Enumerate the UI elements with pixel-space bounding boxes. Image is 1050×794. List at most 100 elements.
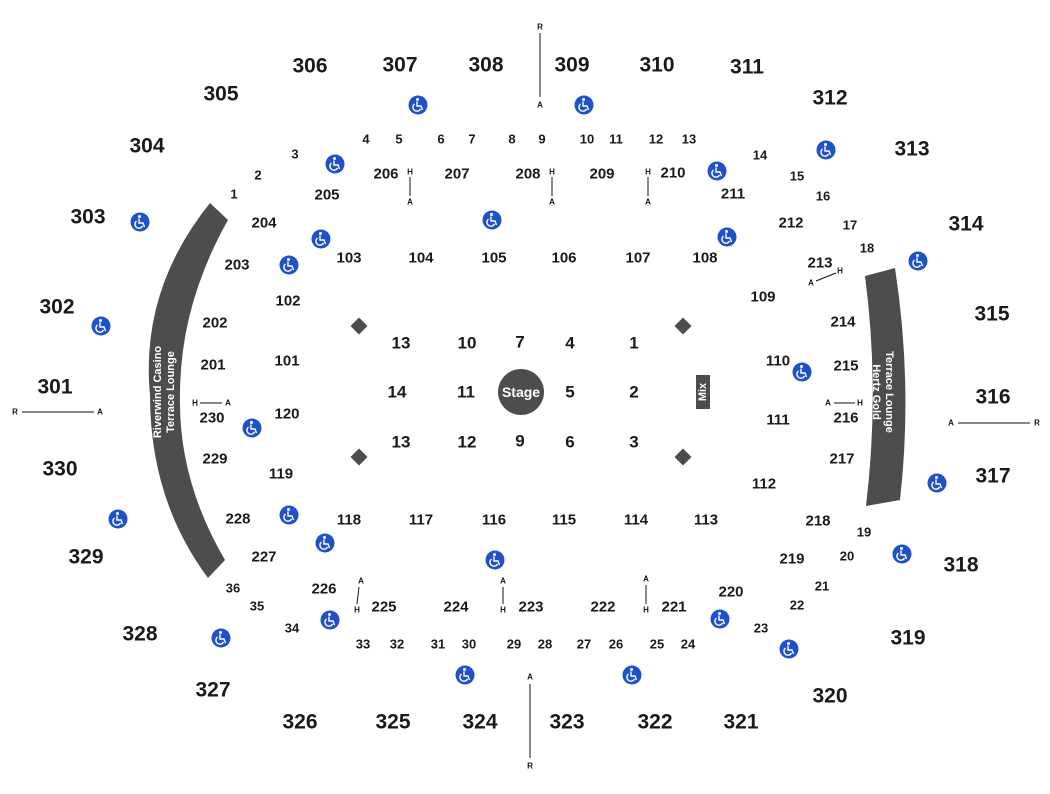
wheelchair-icon[interactable] [130,212,150,232]
section-201[interactable]: 201 [200,357,225,374]
section-222[interactable]: 222 [590,599,615,616]
floor-section-13-top[interactable]: 13 [392,334,411,353]
wheelchair-icon[interactable] [792,362,812,382]
section-212[interactable]: 212 [778,215,803,232]
section-230[interactable]: 230 [199,410,224,427]
section-214[interactable]: 214 [830,314,856,331]
floor-section-7[interactable]: 7 [515,333,524,352]
section-119[interactable]: 119 [269,466,293,483]
section-321[interactable]: 321 [723,711,758,734]
section-206[interactable]: 206 [373,166,398,183]
floor-section-10[interactable]: 10 [458,334,477,353]
section-218[interactable]: 218 [805,513,830,530]
section-225[interactable]: 225 [371,599,396,616]
section-204[interactable]: 204 [251,215,277,232]
wheelchair-icon[interactable] [927,473,947,493]
section-216[interactable]: 216 [833,410,858,427]
section-306[interactable]: 306 [292,55,327,78]
wheelchair-icon[interactable] [482,210,502,230]
section-323[interactable]: 323 [549,711,584,734]
wheelchair-icon[interactable] [717,227,737,247]
section-103[interactable]: 103 [336,250,361,267]
wheelchair-icon[interactable] [779,639,799,659]
floor-section-14[interactable]: 14 [388,383,407,402]
section-208[interactable]: 208 [515,166,540,183]
wheelchair-icon[interactable] [211,628,231,648]
wheelchair-icon[interactable] [408,95,428,115]
wheelchair-icon[interactable] [279,505,299,525]
section-302[interactable]: 302 [39,296,74,319]
section-313[interactable]: 313 [894,138,929,161]
section-307[interactable]: 307 [382,54,417,77]
section-217[interactable]: 217 [829,451,854,468]
floor-section-9[interactable]: 9 [515,432,524,451]
section-110[interactable]: 110 [766,353,790,370]
left-terrace-lounge[interactable] [148,203,228,578]
floor-section-1[interactable]: 1 [629,334,638,353]
wheelchair-icon[interactable] [707,161,727,181]
section-324[interactable]: 324 [462,711,497,734]
wheelchair-icon[interactable] [574,95,594,115]
section-202[interactable]: 202 [202,315,227,332]
section-229[interactable]: 229 [202,451,227,468]
section-226[interactable]: 226 [311,581,336,598]
floor-section-5[interactable]: 5 [565,383,574,402]
wheelchair-icon[interactable] [816,140,836,160]
section-312[interactable]: 312 [812,87,847,110]
section-326[interactable]: 326 [282,711,317,734]
section-115[interactable]: 115 [552,512,576,529]
right-terrace-lounge[interactable] [865,268,906,506]
section-303[interactable]: 303 [70,206,105,229]
floor-section-13-bottom[interactable]: 13 [392,433,411,452]
section-107[interactable]: 107 [625,250,650,267]
section-320[interactable]: 320 [812,685,847,708]
section-327[interactable]: 327 [195,679,230,702]
section-329[interactable]: 329 [68,546,103,569]
section-112[interactable]: 112 [752,476,776,493]
section-117[interactable]: 117 [409,512,433,529]
section-311[interactable]: 311 [730,56,764,79]
wheelchair-icon[interactable] [311,229,331,249]
floor-section-2[interactable]: 2 [629,383,638,402]
section-317[interactable]: 317 [975,465,1010,488]
wheelchair-icon[interactable] [91,316,111,336]
wheelchair-icon[interactable] [710,609,730,629]
section-316[interactable]: 316 [975,386,1010,409]
mix-booth[interactable] [696,375,710,409]
section-105[interactable]: 105 [481,250,506,267]
section-205[interactable]: 205 [314,187,339,204]
stage[interactable] [498,369,544,415]
section-325[interactable]: 325 [375,711,410,734]
section-116[interactable]: 116 [482,512,506,529]
section-219[interactable]: 219 [779,551,804,568]
section-213[interactable]: 213 [807,255,832,272]
section-309[interactable]: 309 [554,54,589,77]
section-120[interactable]: 120 [274,406,299,423]
wheelchair-icon[interactable] [315,533,335,553]
section-203[interactable]: 203 [224,257,249,274]
section-318[interactable]: 318 [943,554,978,577]
section-108[interactable]: 108 [692,250,717,267]
section-215[interactable]: 215 [833,358,858,375]
section-315[interactable]: 315 [974,303,1009,326]
wheelchair-icon[interactable] [892,544,912,564]
section-227[interactable]: 227 [251,549,276,566]
section-304[interactable]: 304 [129,135,164,158]
section-211[interactable]: 211 [721,186,745,203]
floor-section-4[interactable]: 4 [565,334,575,353]
wheelchair-icon[interactable] [455,665,475,685]
section-113[interactable]: 113 [694,512,718,529]
floor-section-12[interactable]: 12 [458,433,477,452]
section-114[interactable]: 114 [624,512,649,529]
floor-section-11[interactable]: 11 [457,383,475,402]
wheelchair-icon[interactable] [325,154,345,174]
floor-section-3[interactable]: 3 [629,433,638,452]
wheelchair-icon[interactable] [108,509,128,529]
section-301[interactable]: 301 [37,376,72,399]
section-330[interactable]: 330 [42,458,77,481]
section-109[interactable]: 109 [750,289,775,306]
section-209[interactable]: 209 [589,166,614,183]
section-319[interactable]: 319 [890,627,925,650]
section-102[interactable]: 102 [275,293,300,310]
section-322[interactable]: 322 [637,711,672,734]
